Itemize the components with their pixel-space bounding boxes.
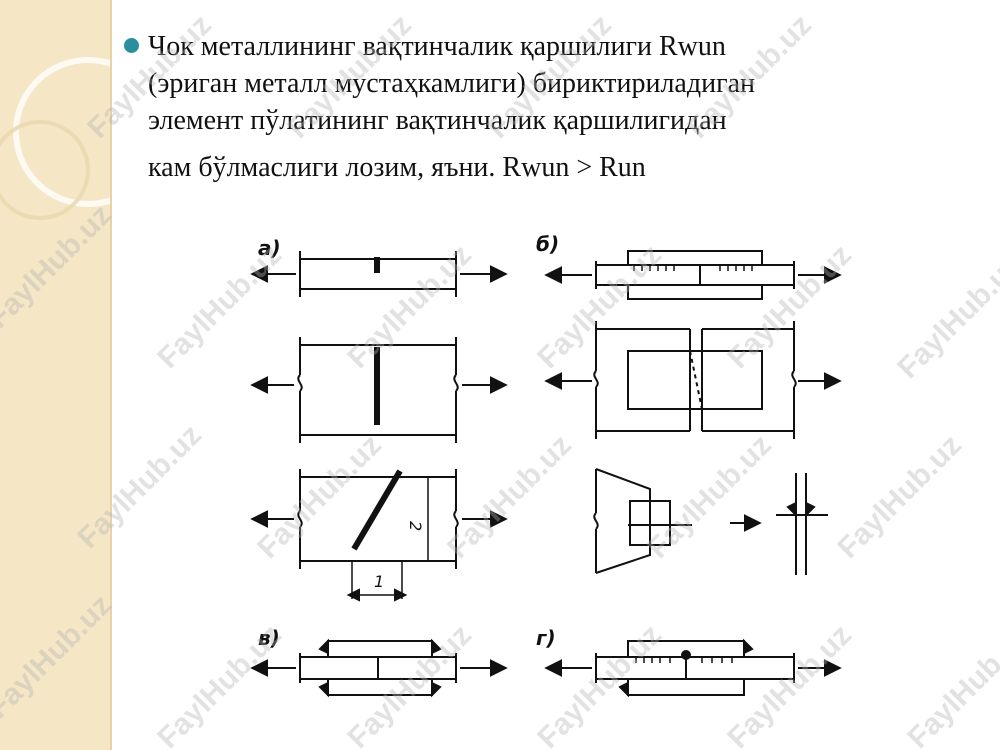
bullet-line-2: (эриган металл мустаҳкамлиги) бириктирил… [148, 68, 755, 99]
weld-joints-diagram: а) [250, 232, 842, 698]
watermark-text: FaylHub.uz [891, 248, 1000, 385]
bullet-line-4: кам бўлмаслиги лозим, яъни. Rwun > Run [148, 152, 646, 183]
label-g: г) [536, 626, 556, 650]
bullet-text: Чок металлининг вақтинчалик қаршилиги Rw… [124, 28, 968, 186]
label-v: в) [258, 626, 280, 650]
panel-g [544, 638, 842, 698]
bullet-icon [124, 38, 139, 53]
label-b: б) [536, 232, 559, 256]
label-a: а) [258, 236, 281, 260]
left-decorative-band [0, 0, 110, 750]
dimension-label-width: 1 [374, 572, 384, 591]
band-divider [110, 0, 112, 750]
panel-b-top [544, 250, 842, 300]
panel-b-middle [544, 321, 842, 439]
bullet-line-1: Чок металлининг вақтинчалик қаршилиги Rw… [148, 31, 726, 62]
watermark-text: FaylHub.uz [901, 618, 1000, 750]
panel-a-bottom [250, 469, 508, 602]
bullet-line-3: элемент пўлатининг вақтинчалик қаршилиги… [148, 105, 727, 136]
panel-v [250, 638, 508, 698]
panel-a-top [250, 251, 508, 297]
panel-b-bottom [593, 468, 828, 575]
panel-a-middle [250, 337, 508, 443]
decorative-circles [0, 57, 110, 220]
dimension-label-height: 2 [406, 521, 425, 531]
